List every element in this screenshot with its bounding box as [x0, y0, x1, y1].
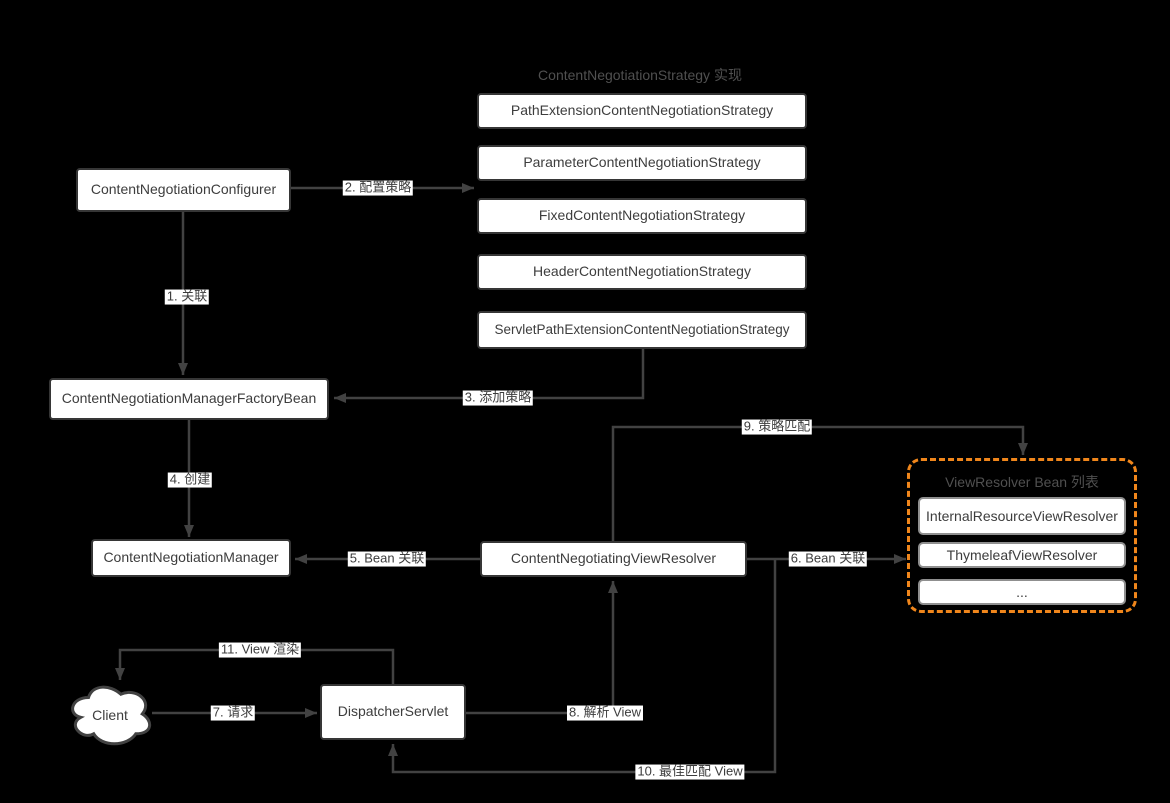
viewresolver-bean-list-panel: ViewResolver Bean 列表 InternalResourceVie…	[907, 458, 1137, 613]
node-negotiating-view-resolver: ContentNegotiatingViewResolver	[480, 541, 747, 577]
node-strategy-header: HeaderContentNegotiationStrategy	[477, 254, 807, 290]
edge-label-11: 11. View 渲染	[218, 641, 302, 658]
node-strategy-parameter: ParameterContentNegotiationStrategy	[477, 145, 807, 181]
edge-label-10: 10. 最佳匹配 View	[635, 763, 745, 780]
edge-label-1: 1. 关联	[164, 288, 210, 305]
edge-label-2: 2. 配置策略	[342, 179, 414, 196]
node-dispatcher-servlet: DispatcherServlet	[320, 684, 466, 740]
client-cloud	[71, 685, 152, 746]
edge-label-7: 7. 请求	[210, 704, 256, 721]
node-strategy-path-extension: PathExtensionContentNegotiationStrategy	[477, 93, 807, 129]
edge-label-9: 9. 策略匹配	[741, 418, 813, 435]
node-factory-bean: ContentNegotiationManagerFactoryBean	[49, 378, 329, 420]
edge-label-3: 3. 添加策略	[462, 389, 534, 406]
edge-label-8: 8. 解析 View	[566, 704, 644, 721]
node-thymeleaf-view-resolver: ThymeleafViewResolver	[918, 542, 1126, 568]
edge-9-line	[611, 425, 1028, 541]
viewresolver-group-title: ViewResolver Bean 列表	[945, 474, 1099, 490]
edge-8-line	[466, 581, 618, 715]
edge-10-line	[388, 559, 777, 774]
node-configurer: ContentNegotiationConfigurer	[76, 168, 291, 212]
edge-label-6: 6. Bean 关联	[788, 550, 868, 567]
node-internal-resource-view-resolver: InternalResourceViewResolver	[918, 497, 1126, 535]
edge-label-4: 4. 创建	[167, 471, 213, 488]
edge-label-5: 5. Bean 关联	[347, 550, 427, 567]
client-label: Client	[92, 707, 128, 723]
edge-3-line	[334, 349, 645, 403]
node-more-view-resolvers: ...	[918, 579, 1126, 605]
node-strategy-servlet-path-extension: ServletPathExtensionContentNegotiationSt…	[477, 311, 807, 349]
node-manager: ContentNegotiationManager	[91, 539, 291, 577]
node-strategy-fixed: FixedContentNegotiationStrategy	[477, 198, 807, 234]
strategy-group-title: ContentNegotiationStrategy 实现	[538, 67, 742, 83]
